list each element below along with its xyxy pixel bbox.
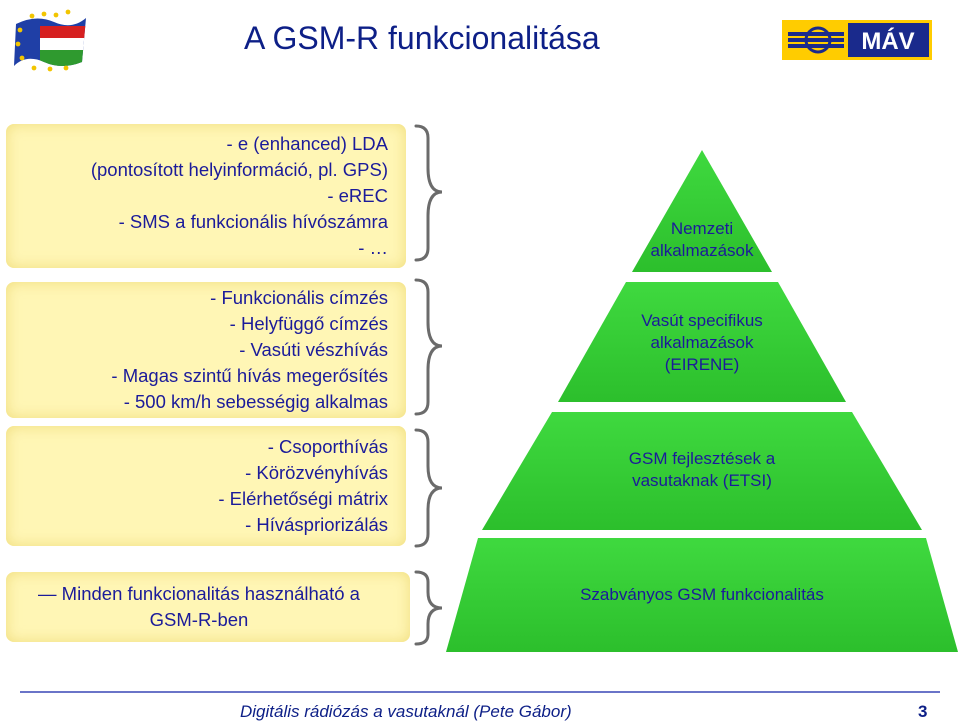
railway-specific-features-box: - Funkcionális címzés - Helyfüggő címzés… bbox=[6, 282, 406, 418]
box-line: GSM-R-ben bbox=[149, 609, 249, 630]
mav-logo-text: MÁV bbox=[861, 27, 914, 55]
tier-line: Vasút specifikus bbox=[641, 311, 763, 330]
box-line: - eREC bbox=[327, 185, 388, 206]
box-line: - 500 km/h sebességig alkalmas bbox=[123, 391, 388, 412]
enhanced-features-box: - e (enhanced) LDA (pontosított helyinfo… bbox=[6, 124, 406, 268]
page-number: 3 bbox=[918, 702, 928, 721]
braces bbox=[414, 124, 443, 646]
mav-logo: MÁV bbox=[782, 20, 932, 60]
gsm-enhancements-box: - Csoporthívás - Körözvényhívás - Elérhe… bbox=[6, 426, 406, 546]
pyramid-tier-etsi bbox=[482, 412, 922, 530]
pyramid-label-eirene: Vasút specifikus alkalmazások (EIRENE) bbox=[592, 310, 812, 376]
footer-text: Digitális rádiózás a vasutaknál (Pete Gá… bbox=[240, 702, 572, 721]
pyramid-tier-standard-gsm bbox=[446, 538, 958, 652]
box-line: - Híváspriorizálás bbox=[245, 514, 388, 535]
tier-line: alkalmazások bbox=[650, 333, 754, 352]
pyramid-tier-national bbox=[632, 150, 772, 272]
tier-line: alkalmazások bbox=[650, 241, 754, 260]
standard-gsm-box: — Minden funkcionalitás használható a GS… bbox=[6, 572, 410, 642]
brace-4 bbox=[414, 570, 443, 646]
box-line: - Elérhetőségi mátrix bbox=[218, 488, 388, 509]
page-title: A GSM-R funkcionalitása bbox=[244, 20, 600, 56]
pyramid-label-etsi: GSM fejlesztések a vasutaknak (ETSI) bbox=[572, 448, 832, 492]
box-line: - e (enhanced) LDA bbox=[226, 133, 388, 154]
box-line: - Vasúti vészhívás bbox=[239, 339, 388, 360]
box-line: - SMS a funkcionális hívószámra bbox=[118, 211, 388, 232]
tier-line: Szabványos GSM funkcionalitás bbox=[580, 585, 824, 604]
pyramid bbox=[446, 150, 958, 652]
tier-line: (EIRENE) bbox=[664, 355, 740, 374]
box-line: - Magas szintű hívás megerősítés bbox=[111, 365, 388, 386]
box-line: (pontosított helyinformáció, pl. GPS) bbox=[90, 159, 388, 180]
box-line: - Helyfüggő címzés bbox=[229, 313, 388, 334]
pyramid-tier-eirene bbox=[558, 282, 846, 402]
box-line: - … bbox=[358, 237, 388, 258]
pyramid-label-standard-gsm: Szabványos GSM funkcionalitás bbox=[532, 584, 872, 606]
brace-1 bbox=[414, 124, 443, 262]
box-line: - Körözvényhívás bbox=[245, 462, 388, 483]
brace-3 bbox=[414, 428, 443, 548]
box-line: — Minden funkcionalitás használható a bbox=[38, 583, 360, 604]
eu-hungary-flag-logo bbox=[14, 9, 86, 72]
brace-2 bbox=[414, 278, 443, 416]
tier-line: Nemzeti bbox=[670, 219, 734, 238]
tier-line: vasutaknak (ETSI) bbox=[632, 471, 772, 490]
tier-line: GSM fejlesztések a bbox=[628, 449, 776, 468]
box-line: - Csoporthívás bbox=[267, 436, 388, 457]
pyramid-label-national: Nemzeti alkalmazások bbox=[612, 218, 792, 262]
footer-divider bbox=[20, 691, 940, 693]
box-line: - Funkcionális címzés bbox=[210, 287, 388, 308]
